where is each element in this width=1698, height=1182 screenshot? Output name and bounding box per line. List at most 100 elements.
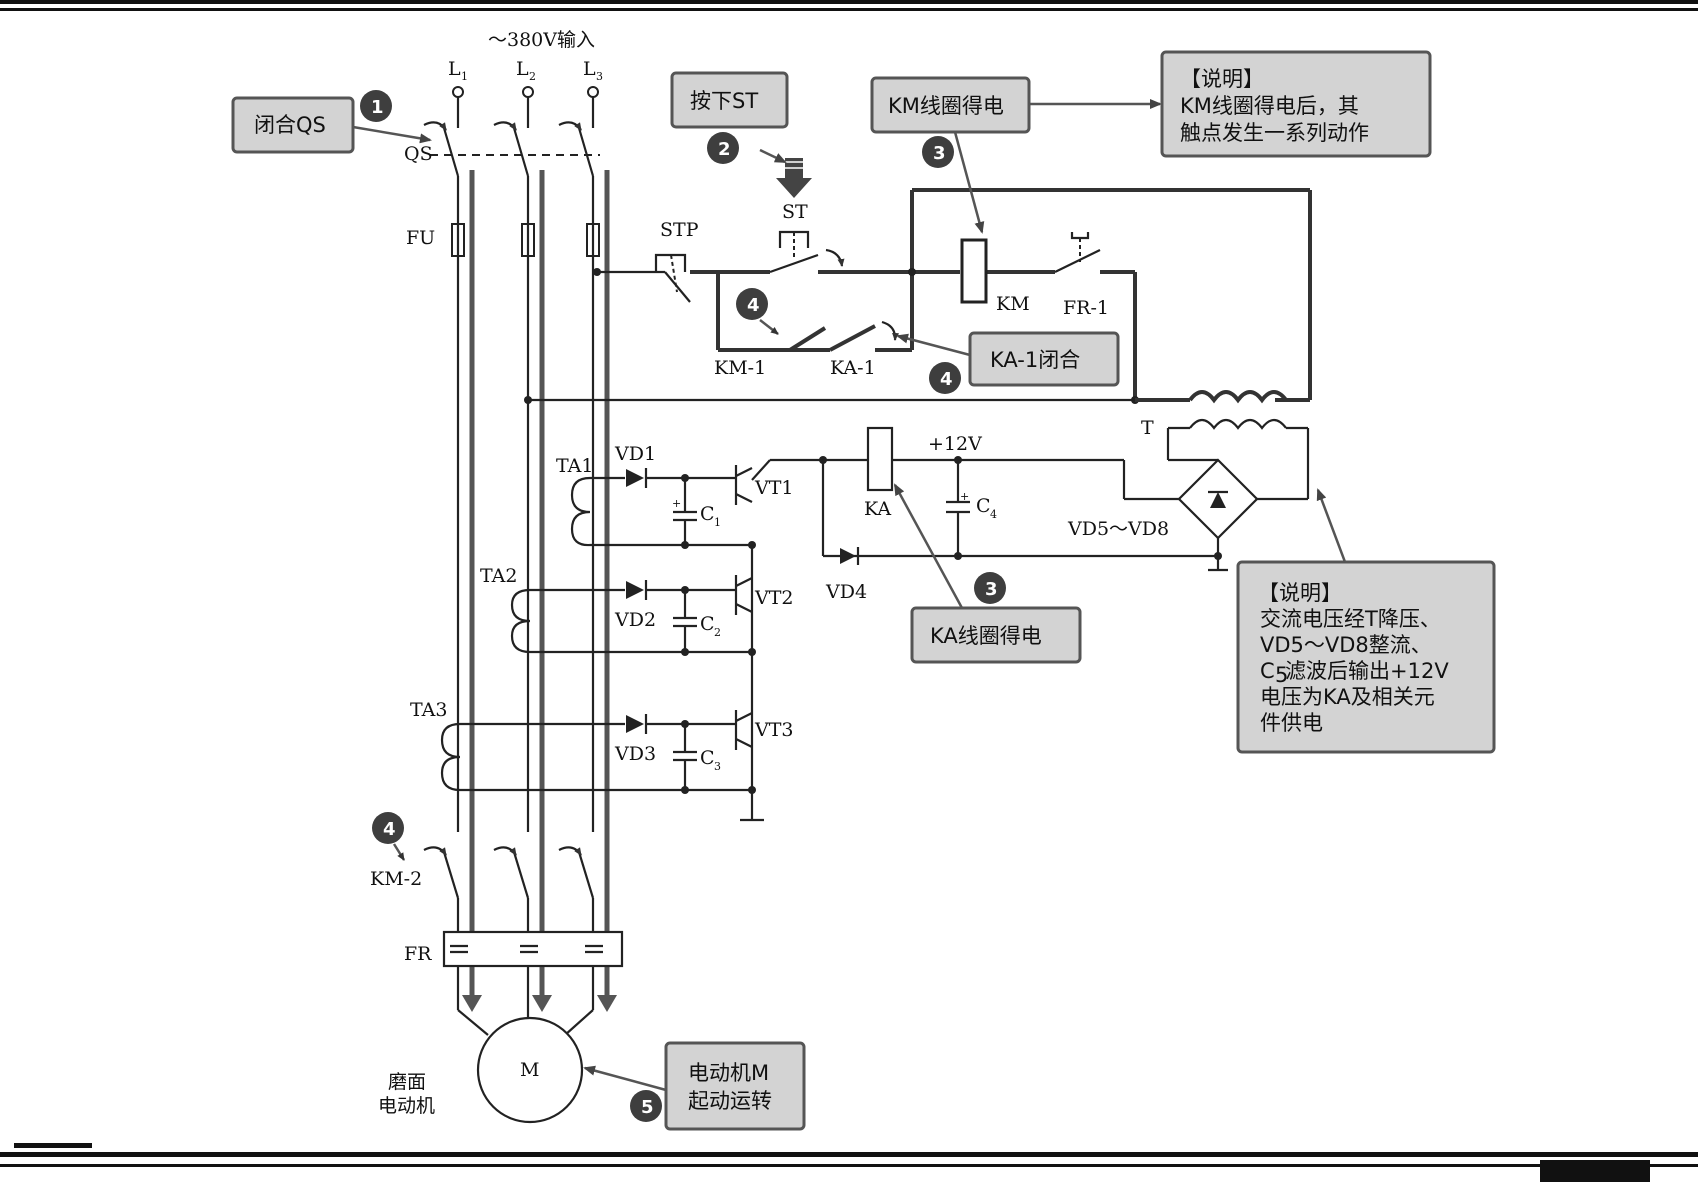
step-badge-4b: 4 [929, 362, 961, 394]
ka-coil [866, 426, 894, 492]
note1-line2: KM线圈得电后，其 [1180, 94, 1359, 118]
l3-sub: 3 [596, 70, 603, 83]
step-badge-4a: 4 [736, 288, 768, 320]
c4-label: C [976, 495, 991, 517]
ka1-label: KA-1 [830, 357, 876, 379]
motor-name-1: 磨面 [388, 1071, 426, 1093]
step-badge-5: 5 [630, 1090, 662, 1122]
stp-label: STP [660, 219, 699, 241]
vt3-label: VT3 [754, 719, 793, 741]
note2-line4sub: 5 [1275, 663, 1288, 687]
bottom-left-mark [14, 1143, 92, 1148]
step-badge-1: 1 [360, 90, 392, 122]
callout-note-2 [1236, 560, 1496, 754]
detector-2 [510, 580, 752, 654]
km-label: KM [996, 293, 1030, 315]
callout-ka-coil [910, 606, 1082, 664]
svg-text:2: 2 [718, 139, 731, 160]
l2-label: L [516, 58, 529, 80]
plus12v-label: +12V [928, 433, 982, 455]
callout-motor-run-2: 起动运转 [688, 1089, 772, 1113]
c3-label: C [700, 747, 715, 769]
l1-sub: 1 [461, 70, 468, 83]
step-badge-3b: 3 [974, 572, 1006, 604]
km1-label: KM-1 [714, 357, 766, 379]
vt1-label: VT1 [754, 477, 793, 499]
bottom-border-2 [0, 1164, 1698, 1167]
step-badge-4c: 4 [372, 812, 404, 844]
top-border-2 [0, 8, 1698, 11]
note2-line4b: 滤波后输出+12V [1285, 659, 1449, 683]
press-arrow-icon [776, 158, 812, 198]
note1-line1: 【说明】 [1180, 67, 1264, 91]
note2-line3: VD5～VD8整流、 [1260, 633, 1432, 657]
c2-label: C [700, 613, 715, 635]
ta1-label: TA1 [556, 455, 593, 477]
qs-label: QS [404, 143, 433, 165]
terminal-l2 [522, 86, 534, 98]
svg-text:3: 3 [933, 143, 946, 164]
detector-3 [440, 714, 752, 792]
motor-m [476, 1016, 584, 1124]
callout-km-coil-text: KM线圈得电 [888, 94, 1004, 118]
l2-sub: 2 [529, 70, 536, 83]
c3-sub: 3 [714, 760, 721, 773]
callout-motor-run [664, 1041, 806, 1131]
bottom-border [0, 1152, 1698, 1157]
supply-title: ～380V输入 [488, 29, 595, 51]
note2-line1: 【说明】 [1258, 581, 1342, 605]
note2-line2: 交流电压经T降压、 [1260, 607, 1441, 631]
note1-line3: 触点发生一系列动作 [1180, 121, 1369, 145]
vd5-8-label: VD5～VD8 [1067, 518, 1169, 540]
vd4-diode [840, 548, 856, 564]
step-badge-3a: 3 [922, 136, 954, 168]
note2-line6: 件供电 [1260, 711, 1323, 735]
ta2-label: TA2 [480, 565, 517, 587]
t-label: T [1141, 417, 1154, 439]
bottom-right-mark [1540, 1160, 1650, 1182]
c4-plus: + [960, 490, 969, 503]
transistor-chain [734, 459, 771, 822]
ka-label: KA [864, 498, 891, 520]
current-flow-arrows [462, 170, 617, 1012]
svg-text:4: 4 [383, 819, 396, 840]
vd4-label: VD4 [825, 581, 867, 603]
callout-close-qs-text: 闭合QS [254, 113, 326, 137]
vd3-label: VD3 [614, 743, 656, 765]
fr-label: FR [404, 943, 432, 965]
c1-plus: + [672, 497, 681, 510]
svg-text:4: 4 [747, 295, 760, 316]
callout-ka-coil-text: KA线圈得电 [930, 624, 1042, 648]
km-coil [960, 238, 988, 304]
svg-text:5: 5 [641, 1097, 654, 1118]
phase-wires [442, 97, 595, 1050]
callout-press-st [670, 71, 789, 129]
qs-arc-1 [423, 121, 447, 131]
callout-close-qs [231, 96, 355, 154]
l3-label: L [583, 58, 596, 80]
fr1-label: FR-1 [1063, 297, 1109, 319]
callout-motor-run-1: 电动机M [688, 1061, 769, 1085]
vd2-label: VD2 [614, 609, 656, 631]
svg-text:4: 4 [940, 369, 953, 390]
motor-label: M [520, 1059, 539, 1081]
transformer-t [1135, 390, 1308, 430]
motor-name-2: 电动机 [378, 1095, 435, 1117]
c1-sub: 1 [714, 516, 721, 529]
l1-label: L [448, 58, 461, 80]
fr-block [442, 930, 624, 968]
note2-line4a: C [1260, 659, 1275, 683]
st-label: ST [782, 201, 808, 223]
callout-press-st-text: 按下ST [690, 89, 758, 113]
km2-label: KM-2 [370, 868, 422, 890]
detector-1 [570, 468, 752, 547]
c2-sub: 2 [714, 626, 721, 639]
qs-arc-2 [493, 121, 517, 131]
ta3-label: TA3 [410, 699, 447, 721]
bridge-rectifier [1122, 428, 1310, 572]
qs-arc-3 [558, 121, 582, 131]
vt2-label: VT2 [754, 587, 793, 609]
svg-text:1: 1 [371, 97, 384, 118]
callout-ka1-close-text: KA-1闭合 [990, 348, 1080, 372]
